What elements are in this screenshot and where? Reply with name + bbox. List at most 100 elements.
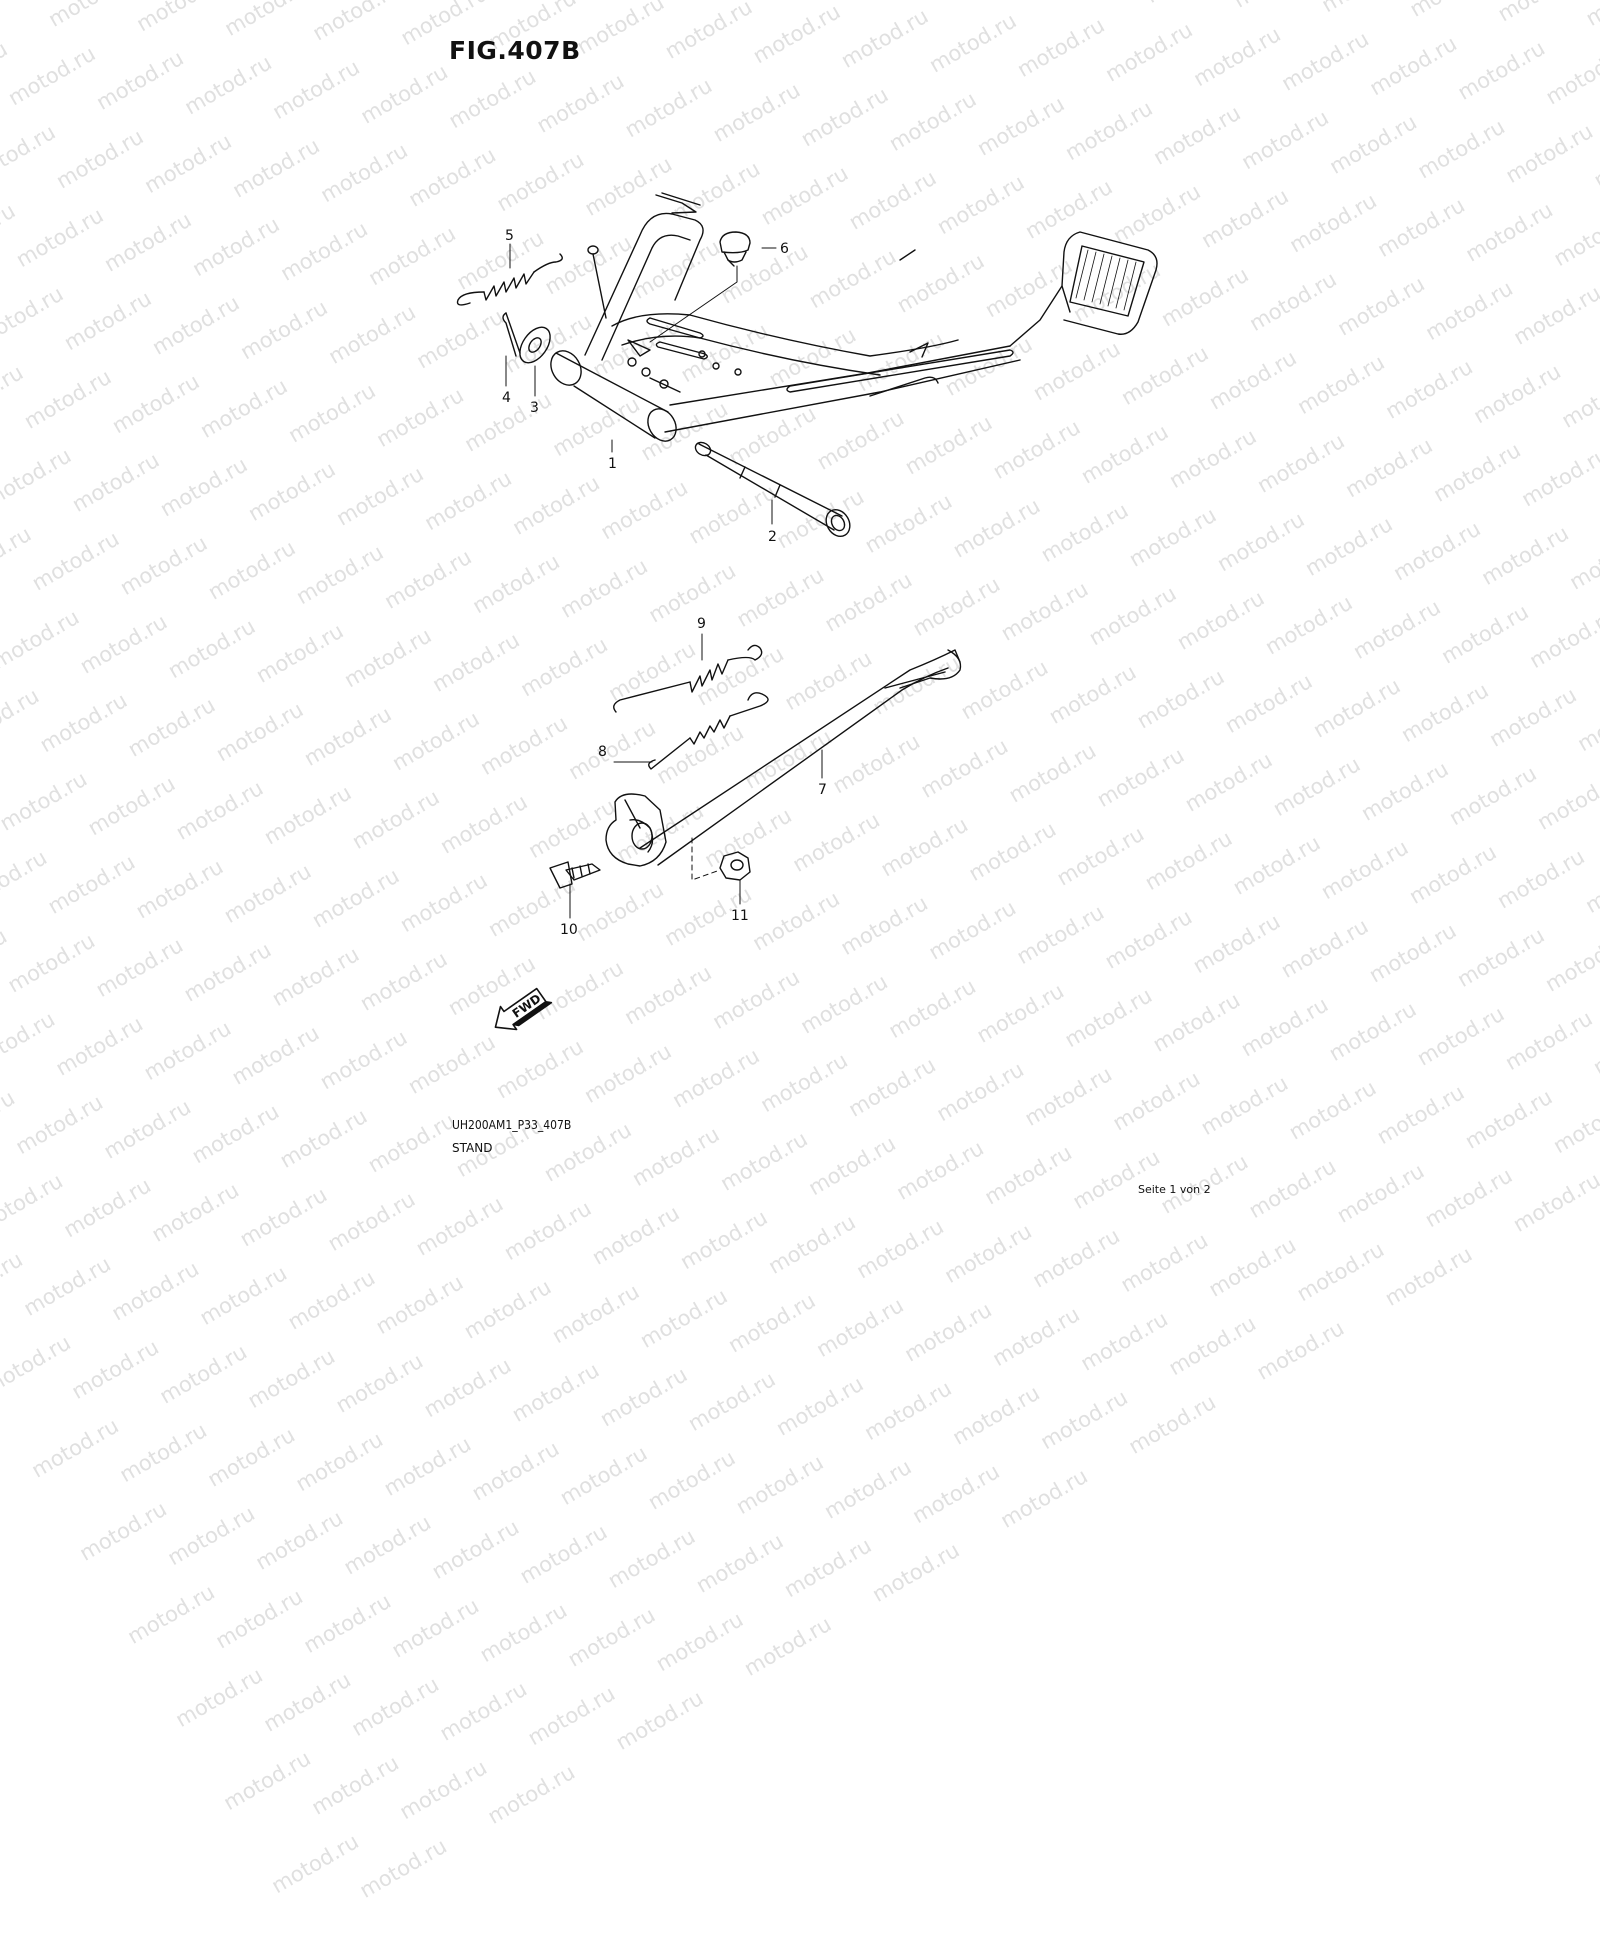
- watermark-text: motod.ru: [558, 1566, 710, 1682]
- spring-part-9: [614, 645, 762, 712]
- pivot-shaft-part-2: [693, 440, 854, 541]
- watermark-text: motod.ru: [157, 1465, 309, 1581]
- callout-11: 11: [731, 908, 749, 924]
- watermark-text: motod.ru: [21, 1377, 173, 1493]
- watermark-text: motod.ru: [205, 1548, 357, 1664]
- watermark-text: motod.ru: [278, 1229, 430, 1345]
- callout-2: 2: [768, 529, 777, 545]
- parts-diagram: 1 2 3 4 5 6 7 8 9 10 11 FWD: [0, 0, 1600, 1200]
- callout-6: 6: [780, 241, 789, 257]
- watermark-text: motod.ru: [734, 1576, 886, 1692]
- watermark-text: motod.ru: [198, 1387, 350, 1503]
- stopper-part-6: [720, 232, 750, 266]
- watermark-text: motod.ru: [1022, 1187, 1174, 1303]
- watermark-text: motod.ru: [1118, 1354, 1270, 1470]
- watermark-text: motod.ru: [774, 1497, 926, 1613]
- watermark-text: motod.ru: [854, 1340, 1006, 1456]
- watermark-text: motod.ru: [190, 1225, 342, 1341]
- watermark-text: motod.ru: [902, 1423, 1054, 1539]
- section-name: STAND: [452, 1141, 492, 1155]
- callout-8: 8: [598, 744, 607, 760]
- watermark-text: motod.ru: [726, 1414, 878, 1530]
- figure-title: FIG.407B: [449, 36, 581, 65]
- washer-part-3: [514, 322, 557, 369]
- watermark-text: motod.ru: [117, 1544, 269, 1660]
- watermark-text: motod.ru: [13, 1216, 165, 1332]
- watermark-text: motod.ru: [0, 1211, 78, 1327]
- watermark-text: motod.ru: [286, 1391, 438, 1507]
- watermark-text: motod.ru: [1030, 1349, 1182, 1465]
- watermark-text: motod.ru: [542, 1243, 694, 1359]
- watermark-text: motod.ru: [0, 1294, 126, 1410]
- callout-leaders: [506, 244, 822, 918]
- watermark-text: motod.ru: [414, 1317, 566, 1433]
- watermark-text: motod.ru: [894, 1261, 1046, 1377]
- nut-part-11: [720, 852, 750, 880]
- watermark-text: motod.ru: [430, 1640, 582, 1756]
- watermark-text: motod.ru: [301, 1714, 453, 1830]
- watermark-text: motod.ru: [766, 1335, 918, 1451]
- watermark-text: motod.ru: [390, 1719, 542, 1835]
- watermark-text: motod.ru: [102, 1220, 254, 1336]
- watermark-text: motod.ru: [246, 1470, 398, 1586]
- watermark-text: motod.ru: [814, 1418, 966, 1534]
- watermark-text: motod.ru: [502, 1322, 654, 1438]
- watermark-text: motod.ru: [150, 1303, 302, 1419]
- watermark-text: motod.ru: [1375, 1206, 1527, 1322]
- watermark-text: motod.ru: [165, 1627, 317, 1743]
- watermark-text: motod.ru: [934, 1183, 1086, 1299]
- watermark-text: motod.ru: [326, 1313, 478, 1429]
- watermark-text: motod.ru: [470, 1562, 622, 1678]
- callout-3: 3: [530, 400, 539, 416]
- watermark-text: motod.ru: [862, 1502, 1014, 1618]
- watermark-text: motod.ru: [213, 1710, 365, 1826]
- watermark-text: motod.ru: [261, 1793, 413, 1909]
- figure-code: UH200AM1_P33_407B: [452, 1118, 571, 1132]
- watermark-text: motod.ru: [366, 1234, 518, 1350]
- watermark-text: motod.ru: [718, 1252, 870, 1368]
- callout-7: 7: [818, 782, 827, 798]
- watermark-text: motod.ru: [678, 1331, 830, 1447]
- watermark-text: motod.ru: [1287, 1201, 1439, 1317]
- cotter-pin-part-4: [503, 313, 520, 356]
- watermark-text: motod.ru: [982, 1266, 1134, 1382]
- bolt-part-10: [550, 862, 600, 888]
- callout-5: 5: [505, 228, 514, 244]
- watermark-text: motod.ru: [510, 1483, 662, 1599]
- callout-9: 9: [697, 616, 706, 632]
- callout-4: 4: [502, 390, 511, 406]
- watermark-text: motod.ru: [61, 1299, 213, 1415]
- fwd-arrow-icon: FWD: [487, 981, 552, 1038]
- callout-10: 10: [560, 922, 578, 938]
- watermark-text: motod.ru: [590, 1326, 742, 1442]
- watermark-text: motod.ru: [478, 1724, 630, 1840]
- watermark-text: motod.ru: [550, 1405, 702, 1521]
- watermark-text: motod.ru: [1247, 1280, 1399, 1396]
- watermark-text: motod.ru: [238, 1308, 390, 1424]
- watermark-text: motod.ru: [598, 1488, 750, 1604]
- watermark-text: motod.ru: [1111, 1192, 1263, 1308]
- watermark-text: motod.ru: [1199, 1196, 1351, 1312]
- watermark-text: motod.ru: [942, 1344, 1094, 1460]
- watermark-text: motod.ru: [454, 1239, 606, 1355]
- callout-1: 1: [608, 456, 617, 472]
- watermark-text: motod.ru: [686, 1492, 838, 1608]
- center-stand-part-1: [545, 193, 1157, 446]
- side-stand-part-7: [606, 650, 961, 866]
- spring-part-8: [649, 693, 768, 769]
- watermark-text: motod.ru: [630, 1248, 782, 1364]
- watermark-text: motod.ru: [1070, 1270, 1222, 1386]
- watermark-text: motod.ru: [349, 1798, 501, 1914]
- watermark-text: motod.ru: [294, 1553, 446, 1669]
- watermark-text: motod.ru: [69, 1461, 221, 1577]
- watermark-text: motod.ru: [253, 1631, 405, 1747]
- page-indicator: Seite 1 von 2: [1138, 1183, 1211, 1196]
- watermark-text: motod.ru: [342, 1636, 494, 1752]
- watermark-text: motod.ru: [374, 1396, 526, 1512]
- watermark-text: motod.ru: [646, 1571, 798, 1687]
- watermark-text: motod.ru: [518, 1645, 670, 1761]
- watermark-text: motod.ru: [638, 1409, 790, 1525]
- watermark-text: motod.ru: [109, 1382, 261, 1498]
- watermark-text: motod.ru: [606, 1650, 758, 1766]
- watermark-text: motod.ru: [334, 1474, 486, 1590]
